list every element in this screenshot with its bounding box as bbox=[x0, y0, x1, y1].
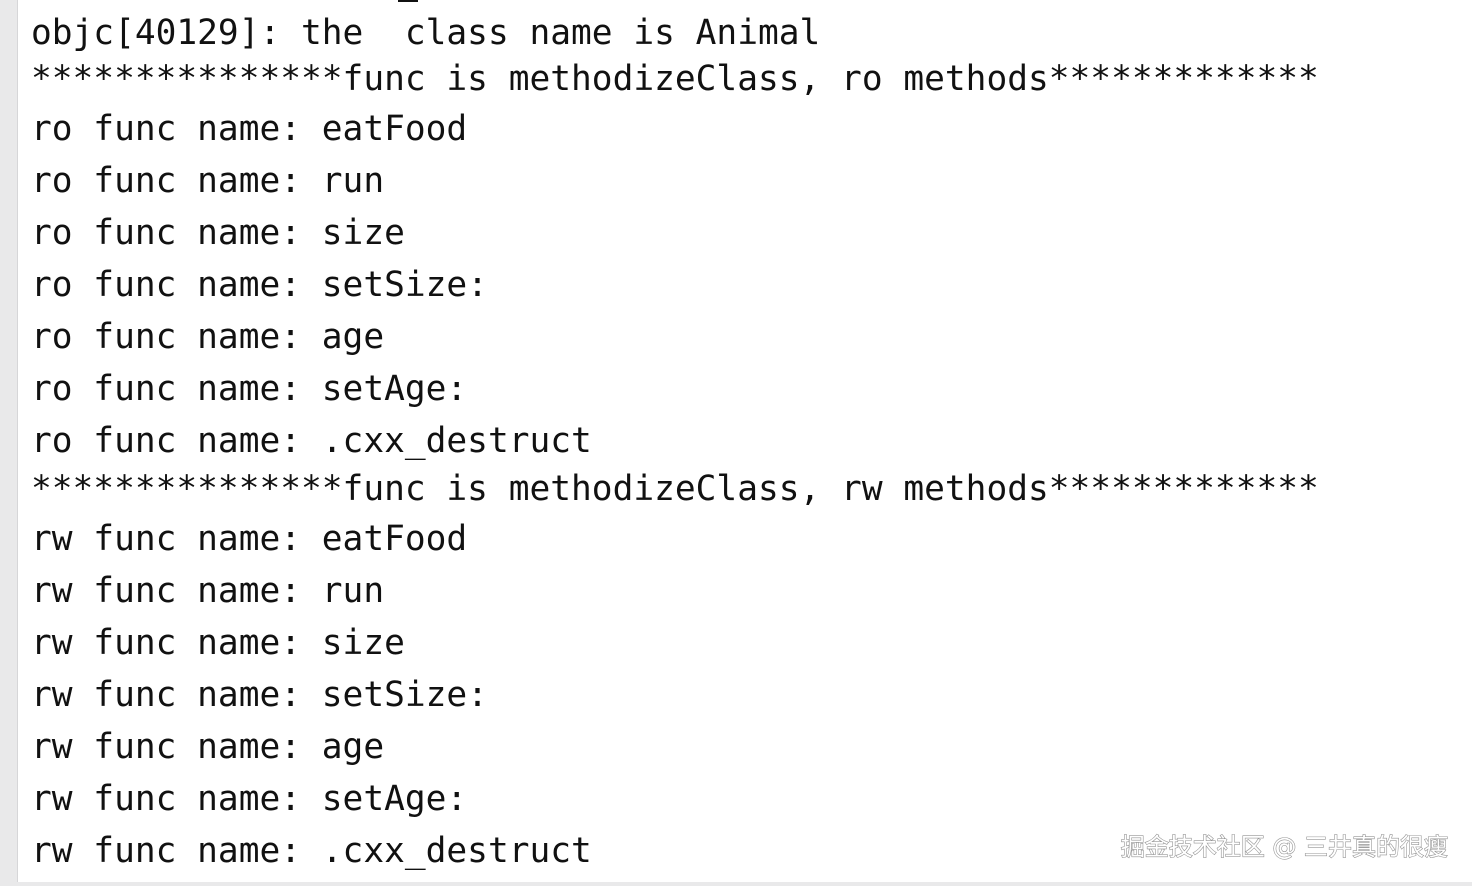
log-line: rw func name: setAge: bbox=[31, 779, 468, 819]
log-line: ro func name: age bbox=[31, 317, 385, 357]
log-line: ro func name: .cxx_destruct bbox=[31, 421, 592, 461]
log-line: ro func name: setAge: bbox=[31, 369, 468, 409]
log-line: ro func name: eatFood bbox=[31, 109, 468, 149]
log-line: rw func name: .cxx_destruct bbox=[31, 831, 592, 871]
console-gutter bbox=[0, 0, 18, 886]
log-line: rw func name: size bbox=[31, 623, 405, 663]
log-line: ***************func is methodizeClass, r… bbox=[31, 469, 1319, 509]
log-line: rw func name: age bbox=[31, 727, 385, 767]
log-line: rw func name: setSize: bbox=[31, 675, 488, 715]
log-line: objc[40129]: the class name is Animal bbox=[31, 13, 821, 53]
log-line: rw func name: eatFood bbox=[31, 519, 468, 559]
watermark: 掘金技术社区 @ 三井真的很瘦 bbox=[1120, 832, 1448, 861]
log-line: ro func name: run bbox=[31, 161, 385, 201]
clipped-previous-line bbox=[398, 0, 418, 2]
log-line: ***************func is methodizeClass, r… bbox=[31, 59, 1319, 99]
log-line: rw func name: run bbox=[31, 571, 385, 611]
bottom-edge bbox=[0, 882, 1472, 886]
log-line: ro func name: setSize: bbox=[31, 265, 488, 305]
log-line: ro func name: size bbox=[31, 213, 405, 253]
